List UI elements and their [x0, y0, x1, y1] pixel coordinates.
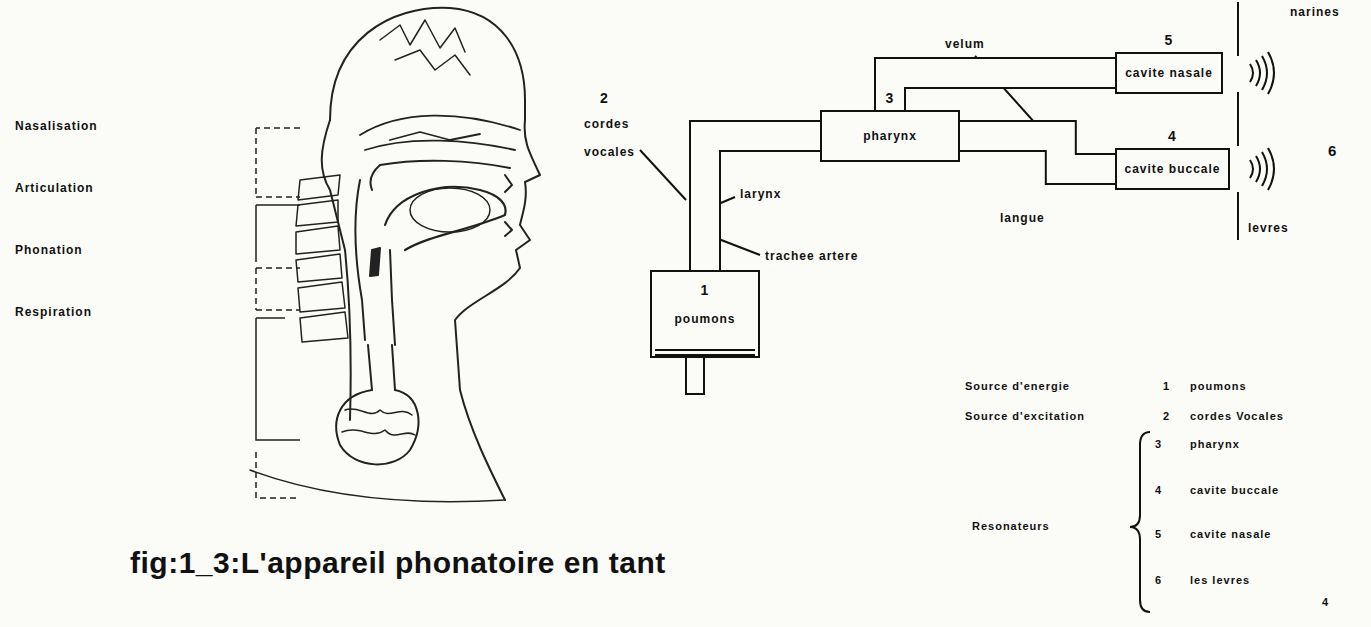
box-label: pharynx — [863, 129, 917, 143]
part-label: poumons — [1190, 380, 1247, 393]
callout-number: 6 — [1328, 142, 1337, 159]
tube-connector — [890, 73, 1115, 110]
tube-wall — [890, 73, 1115, 110]
part-label: levres — [1248, 222, 1289, 236]
callout-number: 5 — [1155, 528, 1162, 541]
part-label: narines — [1290, 6, 1340, 20]
part-label: pharynx — [1190, 438, 1240, 451]
part-label: Resonateurs — [972, 520, 1050, 533]
box-label: 1 — [701, 282, 710, 298]
callout-number: 3 — [1155, 438, 1162, 451]
callout-number: 4 — [1322, 596, 1329, 609]
part-label: larynx — [740, 188, 781, 202]
box-label: cavite buccale — [1124, 162, 1220, 176]
box-label: poumons — [675, 312, 736, 326]
part-label: Articulation — [15, 182, 94, 196]
part-label: Phonation — [15, 244, 83, 258]
part-label: Respiration — [15, 306, 92, 320]
part-label: cordes vocales — [584, 110, 646, 166]
tube-bore — [890, 73, 1115, 110]
oral-cavity-box: 4cavite buccale — [1115, 148, 1230, 190]
callout-number: 2 — [1163, 410, 1170, 423]
part-label: cavite buccale — [1190, 484, 1279, 497]
bracket — [1130, 432, 1150, 612]
callout-number: 6 — [1155, 574, 1162, 587]
callout-number: 1 — [1163, 380, 1170, 393]
callout-number: 4 — [1155, 484, 1162, 497]
part-label: trachee artere — [765, 250, 858, 264]
part-label: les levres — [1190, 574, 1250, 587]
nasal-cavity-box: 5cavite nasale — [1115, 52, 1223, 94]
lung-box: 1 poumons — [650, 270, 760, 358]
part-label: Source d'excitation — [965, 410, 1085, 423]
part-label: velum — [945, 38, 985, 52]
part-label: Nasalisation — [15, 120, 98, 134]
tube-connector — [960, 136, 1115, 169]
part-label: cavite nasale — [1190, 528, 1272, 541]
callout-number: 5 — [1117, 32, 1221, 48]
part-label: cordes Vocales — [1190, 410, 1284, 423]
box-label: cavite nasale — [1125, 66, 1213, 80]
pharynx-box: 3pharynx — [820, 110, 960, 162]
tube-wall — [960, 136, 1115, 169]
part-label: langue — [1000, 212, 1045, 226]
tube-bore — [960, 136, 1115, 169]
callout-number: 3 — [822, 90, 958, 106]
callout-number: 2 — [600, 90, 609, 106]
figure-caption: fig:1_3:L'appareil phonatoire en tant — [130, 546, 666, 580]
part-label: Source d'energie — [965, 380, 1070, 393]
callout-number: 4 — [1117, 128, 1228, 144]
